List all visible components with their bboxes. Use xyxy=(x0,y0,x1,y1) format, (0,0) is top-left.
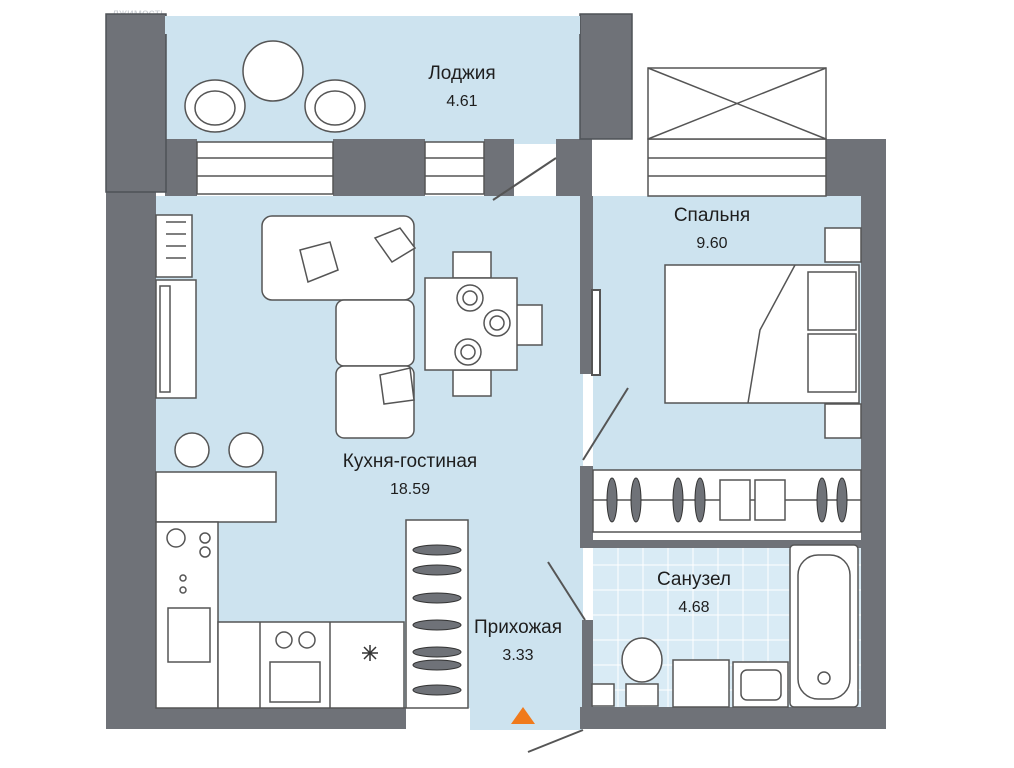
room-area-bathroom: 4.68 xyxy=(678,599,710,616)
room-label-kitchen-living: Кухня-гостиная 18.59 xyxy=(310,450,510,502)
room-label-bathroom: Санузел 4.68 xyxy=(624,568,764,620)
kitchen-furniture xyxy=(155,214,469,709)
hallway-floor xyxy=(470,520,582,730)
entry-arrow-icon xyxy=(511,707,535,724)
room-name-bathroom: Санузел xyxy=(656,569,731,590)
room-name-kitchen-living: Кухня-гостиная xyxy=(342,451,478,472)
sofa xyxy=(261,215,417,439)
windows xyxy=(165,16,827,197)
room-area-bedroom: 9.60 xyxy=(696,235,728,252)
room-area-hallway: 3.33 xyxy=(502,647,534,664)
bedroom-wardrobe-hangers xyxy=(606,477,848,523)
dining-table xyxy=(424,251,543,397)
room-name-loggia: Лоджия xyxy=(428,63,496,84)
room-area-kitchen-living: 18.59 xyxy=(389,481,431,498)
doors xyxy=(492,157,629,753)
loggia-furniture xyxy=(184,40,366,133)
hallway-wardrobe-hangers xyxy=(412,544,462,696)
bed xyxy=(664,227,862,439)
snowflake-icon xyxy=(362,645,378,661)
room-name-bedroom: Спальня xyxy=(673,205,751,226)
room-name-hallway: Прихожая xyxy=(473,617,563,638)
room-label-hallway: Прихожая 3.33 xyxy=(448,616,588,668)
bathroom-fixtures xyxy=(591,544,859,708)
room-area-loggia: 4.61 xyxy=(446,93,478,110)
walls xyxy=(106,14,886,729)
wall-outlines xyxy=(105,13,633,193)
room-label-loggia: Лоджия 4.61 xyxy=(392,62,532,114)
room-label-bedroom: Спальня 9.60 xyxy=(642,204,782,256)
